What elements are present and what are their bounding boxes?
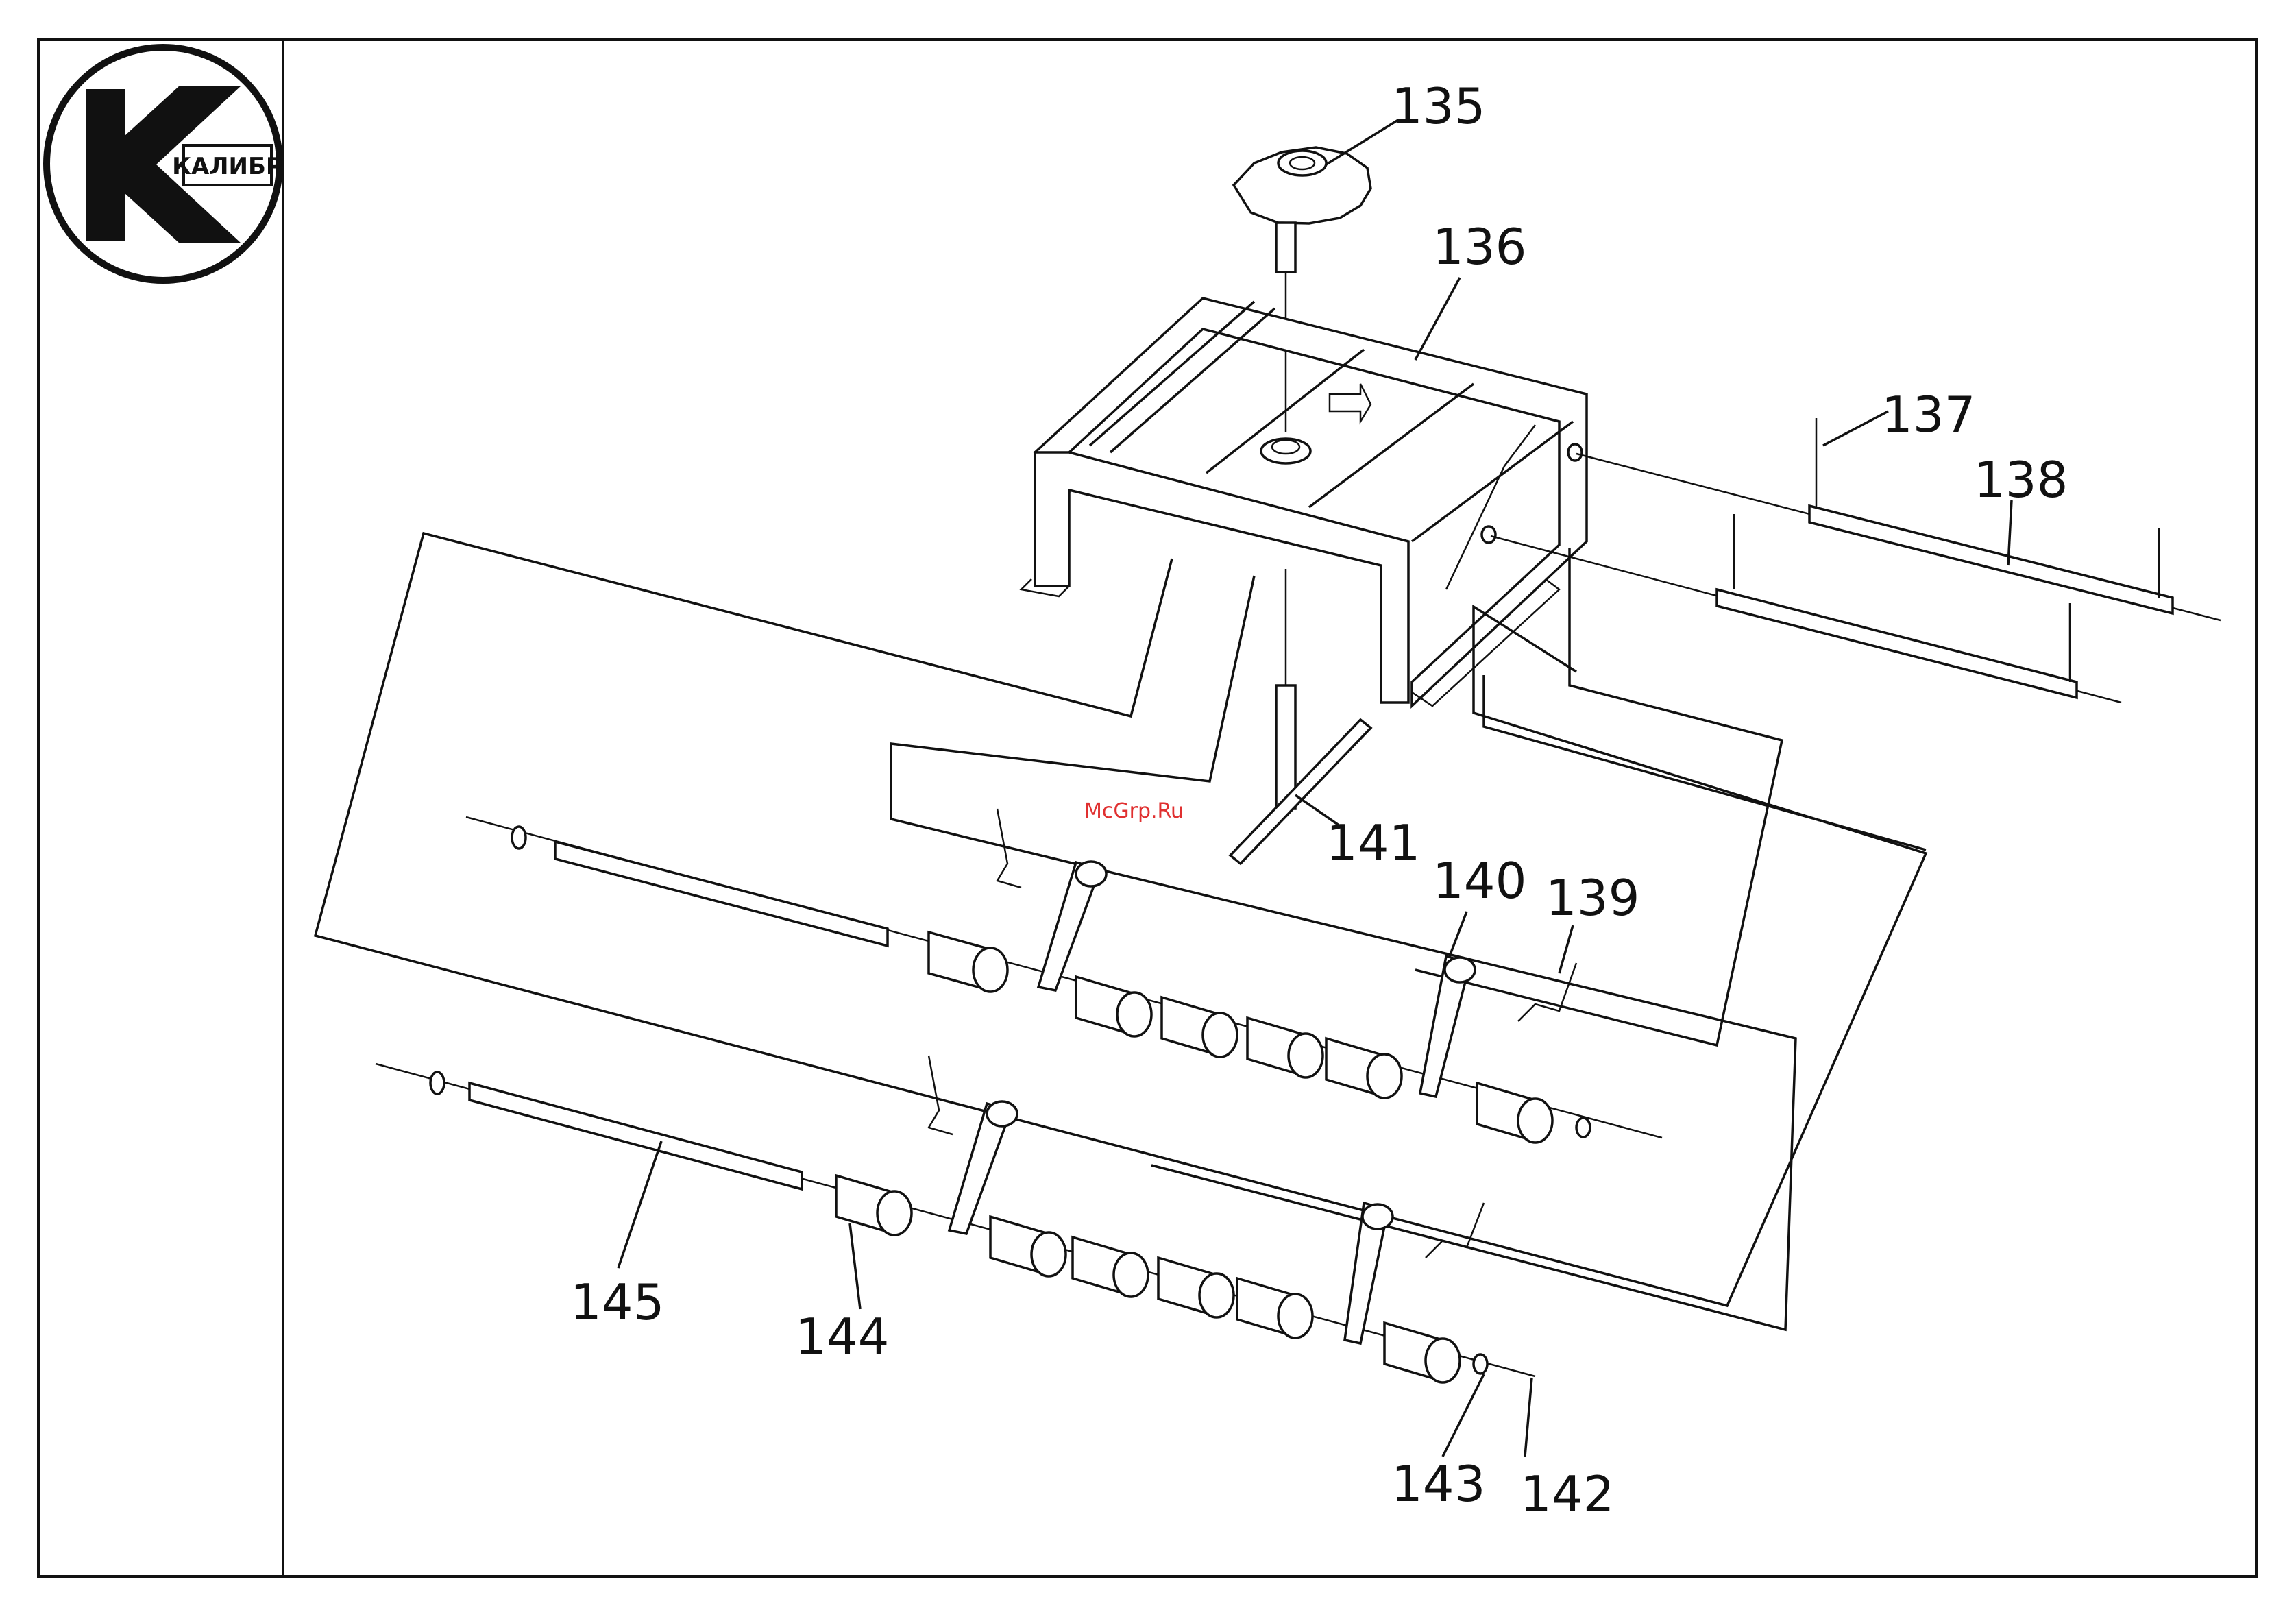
knob-135 — [1234, 147, 1371, 432]
logo-text: КАЛИБР — [172, 153, 283, 180]
callout-139: 139 — [1546, 869, 1639, 927]
kalibr-logo: КАЛИБР — [47, 47, 283, 280]
callout-141: 141 — [1326, 814, 1420, 872]
housing-136 — [1021, 298, 1587, 706]
watermark: McGrp.Ru — [1084, 799, 1184, 823]
axle-138 — [1491, 418, 2221, 703]
callout-136: 136 — [1432, 218, 1526, 276]
callout-145: 145 — [570, 1273, 664, 1331]
callout-137: 137 — [1881, 386, 1975, 443]
callout-142: 142 — [1520, 1465, 1614, 1523]
callout-144: 144 — [795, 1308, 889, 1365]
leader-lines — [618, 120, 2012, 1457]
callout-140: 140 — [1432, 852, 1526, 910]
callout-143: 143 — [1391, 1455, 1485, 1513]
callout-138: 138 — [1974, 451, 2068, 509]
guide-lines — [315, 533, 1926, 1330]
callout-135: 135 — [1391, 77, 1485, 135]
